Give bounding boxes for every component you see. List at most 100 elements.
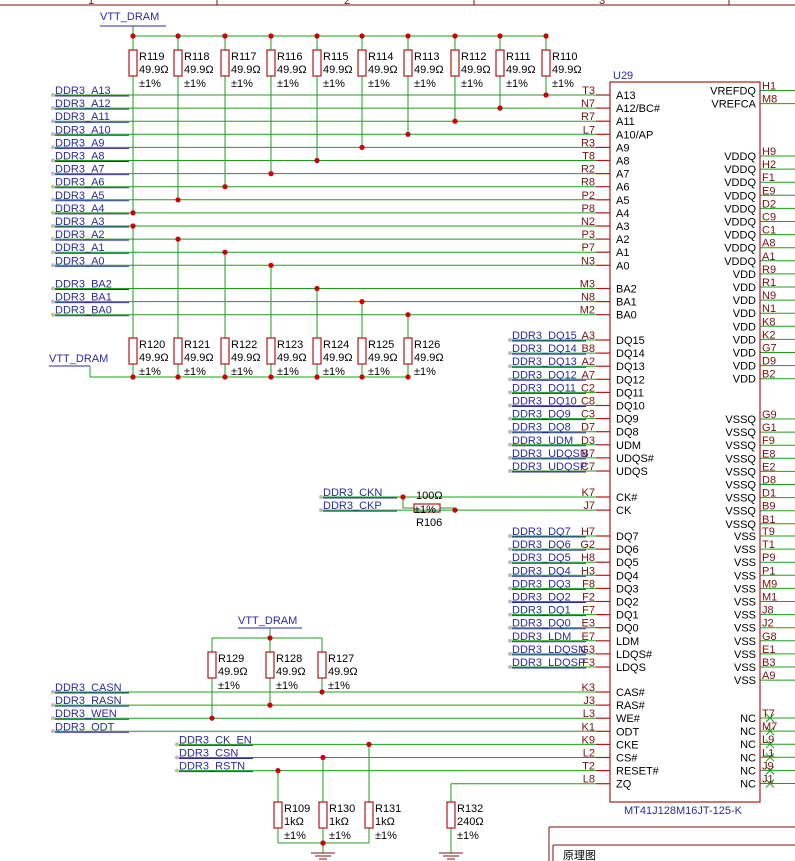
resistor-r112 — [450, 49, 460, 77]
net-label-DDR3_BA0: DDR3_BA0 — [55, 305, 112, 317]
junction-dot — [222, 33, 228, 39]
net-end-dot — [508, 429, 512, 434]
wires — [49, 25, 795, 860]
net-end-dot — [508, 351, 512, 356]
chip-pin-num-R3: R3 — [581, 137, 595, 149]
chip-pin-num-D3: D3 — [581, 435, 595, 447]
chip-pin-name-T2: RESET# — [616, 766, 660, 778]
junction-dot — [175, 236, 181, 242]
chip-rpin-name-K2: VDD — [733, 334, 756, 346]
net-end-dot — [319, 495, 323, 499]
chip-rpin-num-B3: B3 — [762, 657, 775, 669]
net-label-DDR3_ODT: DDR3_ODT — [55, 721, 115, 733]
junction-dot — [268, 262, 274, 268]
chip-pin-num-M2: M2 — [580, 305, 595, 317]
chip-rpin-num-T9: T9 — [762, 526, 775, 538]
resistor-r129-tol: ±1% — [218, 680, 240, 692]
resistor-r118 — [173, 49, 183, 77]
resistor-r110-ref: R110 — [552, 51, 577, 63]
resistor-r120 — [128, 337, 138, 365]
resistor-r110-value: 49.9Ω — [552, 64, 582, 76]
net-label-DDR3_DQ3: DDR3_DQ3 — [512, 578, 571, 590]
resistor-r122-tol: ±1% — [231, 366, 253, 378]
resistor-r121-ref: R121 — [184, 339, 210, 351]
chip-rpin-num-B1: B1 — [762, 514, 775, 526]
net-label-DDR3_RASN: DDR3_RASN — [55, 695, 122, 707]
chip-pin-num-P2: P2 — [582, 190, 595, 202]
resistor-r111-tol: ±1% — [506, 78, 528, 90]
chip-pin-num-L3: L3 — [583, 708, 595, 720]
chip-pin-name-N3: A0 — [616, 260, 629, 272]
resistor-r112-ref: R112 — [461, 51, 486, 63]
junction-dot — [405, 33, 411, 39]
chip-rpin-name-E9: VDDQ — [724, 190, 756, 202]
chip-rpin-num-D9: D9 — [762, 356, 776, 368]
chip-rpin-num-R1: R1 — [762, 277, 776, 289]
chip-pin-num-D7: D7 — [581, 422, 595, 434]
resistor-r112-value: 49.9Ω — [461, 64, 491, 76]
chip-rpin-name-A8: VDDQ — [724, 243, 756, 255]
resistor-r125-value: 49.9Ω — [368, 352, 398, 364]
chip-pin-num-E7: E7 — [582, 631, 595, 643]
chip-pin-num-N7: N7 — [581, 98, 595, 110]
resistor-r106 — [413, 503, 441, 513]
chip-pin-num-N2: N2 — [581, 216, 595, 228]
resistor-r126-tol: ±1% — [414, 366, 436, 378]
chip-pin-num-F3: F3 — [582, 657, 595, 669]
net-label-DDR3_DQ1: DDR3_DQ1 — [512, 605, 571, 617]
resistor-r109-ref: R109 — [284, 803, 310, 815]
resistor-r124 — [312, 337, 322, 365]
resistor-r124-tol: ±1% — [323, 366, 345, 378]
r106-tol: ±1% — [414, 504, 436, 516]
chip-pin-name-F3: LDQS — [616, 662, 646, 674]
net-end-dot — [51, 158, 55, 163]
vtt-dram-low-label: VTT_DRAM — [238, 615, 297, 627]
resistor-r120-tol: ±1% — [139, 366, 161, 378]
no-connect-mark — [765, 739, 775, 749]
resistor-r121-value: 49.9Ω — [184, 352, 214, 364]
chip-rpin-num-E2: E2 — [762, 461, 775, 473]
net-end-dot — [508, 651, 512, 656]
chip-pin-num-T2: T2 — [582, 761, 595, 773]
chip-rpin-name-G7: VDD — [733, 348, 756, 360]
chip-pin-name-A7: DQ12 — [616, 374, 645, 386]
resistor-r113 — [403, 49, 413, 77]
chip-pin-num-R7: R7 — [581, 111, 595, 123]
chip-rpin-name-H1: VREFDQ — [710, 86, 756, 98]
chip-pin-num-R8: R8 — [581, 177, 595, 189]
chip-rpin-name-A1: VDDQ — [724, 256, 756, 268]
junction-dot — [359, 144, 365, 150]
chip-rpin-name-R1: VDD — [733, 282, 756, 294]
net-label-DDR3_LDQSP: DDR3_LDQSP — [512, 657, 585, 669]
net-end-dot — [51, 312, 55, 317]
net-label-DDR3_RSTN: DDR3_RSTN — [179, 761, 245, 773]
chip-rpin-name-A9: VSS — [734, 675, 756, 687]
resistor-r127-value: 49.9Ω — [328, 666, 358, 678]
junction-dot — [130, 374, 136, 380]
chip-pin-name-A3: DQ15 — [616, 335, 645, 347]
net-end-dot — [51, 132, 55, 137]
chip-rpin-num-J2: J2 — [762, 618, 774, 630]
chip-pin-name-P3: A2 — [616, 234, 629, 246]
chip-pin-name-F8: DQ3 — [616, 583, 639, 595]
chip-rpin-name-B2: VDD — [733, 374, 756, 386]
resistor-r125-tol: ±1% — [368, 366, 390, 378]
net-label-DDR3_A1: DDR3_A1 — [55, 242, 105, 254]
junction-dot — [314, 285, 320, 292]
net-label-DDR3_DQ9: DDR3_DQ9 — [512, 409, 571, 421]
chip-rpin-num-L1: L1 — [762, 747, 774, 759]
resistor-r119-tol: ±1% — [139, 78, 161, 90]
chip-pin-name-P7: A1 — [616, 247, 629, 259]
net-label-DDR3_A11: DDR3_A11 — [55, 111, 110, 123]
chip-pin-name-M3: BA2 — [616, 284, 637, 296]
junction-dot — [543, 33, 549, 39]
net-end-dot — [51, 224, 55, 228]
ground-symbol-right — [439, 852, 463, 860]
resistor-r117-value: 49.9Ω — [231, 64, 261, 76]
r106-value: 100Ω — [416, 490, 443, 502]
resistor-r114-tol: ±1% — [368, 78, 390, 90]
chip-rpin-num-C1: C1 — [762, 225, 776, 237]
chip-pin-name-A2: DQ13 — [616, 361, 645, 373]
junction-dot — [405, 131, 411, 137]
